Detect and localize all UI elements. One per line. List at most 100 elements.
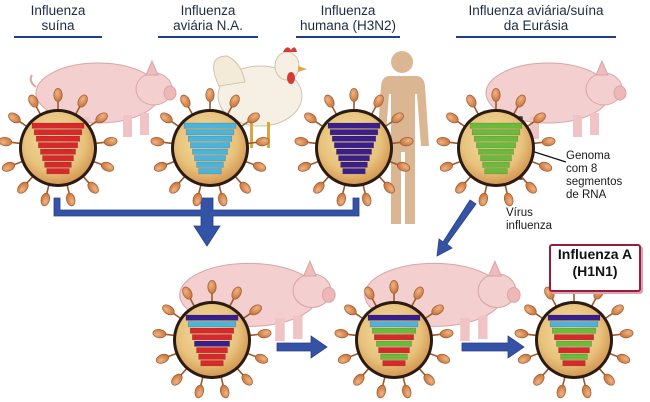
rna-segment [547,314,601,321]
rna-segment [338,155,370,162]
header-avian-influenza: Influenza aviária N.A. [158,3,258,38]
rna-segment [369,321,419,328]
rna-segment [196,161,224,168]
virus-spike-head [192,192,203,207]
virus-spike-head [297,161,312,172]
virus-spike-head [160,112,173,124]
rna-segment [376,340,412,347]
rna-segment [192,334,232,341]
rna-segment [480,155,512,162]
virus-spike-head [231,286,242,300]
virus-spike-head [538,161,553,172]
rna-segment [340,161,368,168]
virus-spike-head [155,353,170,364]
rna-segment [40,148,76,155]
rna-segment [194,155,226,162]
virus-spike-head [373,94,384,108]
virus-spike-head [255,137,270,147]
rna-segment [200,360,224,367]
virus-spike-head [436,137,451,147]
virus-spike-head [478,192,489,207]
rna-segment [471,129,521,136]
virus-spike-head [324,94,335,108]
rna-segment [484,168,508,175]
header-line-2: humana (H3N2) [299,18,397,33]
rna-segment [549,321,599,328]
virus-spike-head [514,329,529,339]
header-swine-influenza: Influenza suína [14,3,102,38]
flow-arrows [53,197,525,359]
header-line-2: aviária N.A. [173,18,243,33]
rna-segment [331,135,377,142]
virus-spike-head [95,112,108,124]
virus-spike-head [466,94,477,108]
virus-spike-head [304,112,317,124]
virus-swine [0,88,118,207]
virus-spike-head [524,304,537,316]
virus-spike-head [396,161,411,172]
virus-spike-head [603,373,615,386]
virus-spike-head [446,112,459,124]
virus-spike-head [294,137,309,147]
virus-spike-head [87,181,99,194]
rna-segment [198,353,226,360]
virus-spike-head [28,94,39,108]
virus-spike-head [229,94,240,108]
rna-segment [562,360,586,367]
header-line-2: suína [41,18,75,33]
rna-segment [31,122,85,129]
virus-spike-head [349,88,359,102]
virus-spike-head [252,161,267,172]
virus-particles [0,88,634,399]
virus-spike-head [364,286,375,300]
virus-spike-head [515,94,526,108]
genome-label-line-3: segmentos [566,176,623,188]
virus-spike-head [77,94,88,108]
rna-segment [476,142,516,149]
virus-spike-head [581,384,592,399]
rna-segment [551,327,597,334]
virus-spike-head [401,384,412,399]
horizontal-arrow-1 [276,335,328,359]
header-line-1: Influenza aviária/suína [468,3,604,18]
virus-spike-head [383,181,395,194]
header-underline [158,36,258,38]
virus-spike-head [249,304,262,316]
virus-spike-head [503,192,514,207]
rna-segment [374,334,414,341]
virus-spike-head [194,384,205,399]
virus-spike-head [611,304,624,316]
rna-segment [469,122,523,129]
rna-segment [35,135,81,142]
rna-segment [187,135,233,142]
genome-label-line-4: de RNA [566,189,607,201]
virus-spike-head [334,329,349,339]
virus-spike-head [353,373,365,386]
virus-spike-head [0,137,13,147]
virus-spike-head [169,181,181,194]
virus-spike-head [207,280,217,294]
rna-segment [329,129,379,136]
header-line-1: Influenza [180,3,236,18]
rna-segment [187,321,237,328]
rna-segment [198,168,222,175]
header-eurasian-influenza: Influenza aviária/suína da Eurásia [456,3,616,38]
header-line-1: Influenza [320,3,376,18]
diagonal-arrow [436,199,477,257]
virus-spike-head [399,137,414,147]
virus-spike-head [389,280,399,294]
rna-segment [190,142,230,149]
virus-spike-head [376,384,387,399]
host-animals [29,47,627,344]
header-underline [14,36,102,38]
virus-spike-head [153,161,168,172]
rna-segment [185,129,235,136]
virus-spike-head [53,88,63,102]
virus-spike-head [517,353,532,364]
rna-segment [46,168,70,175]
rna-segment [189,327,235,334]
virus-spike-head [455,181,467,194]
genome-label-line-2: com 8 [566,163,598,175]
virus-spike-head [336,192,347,207]
virus-spike-head [182,286,193,300]
